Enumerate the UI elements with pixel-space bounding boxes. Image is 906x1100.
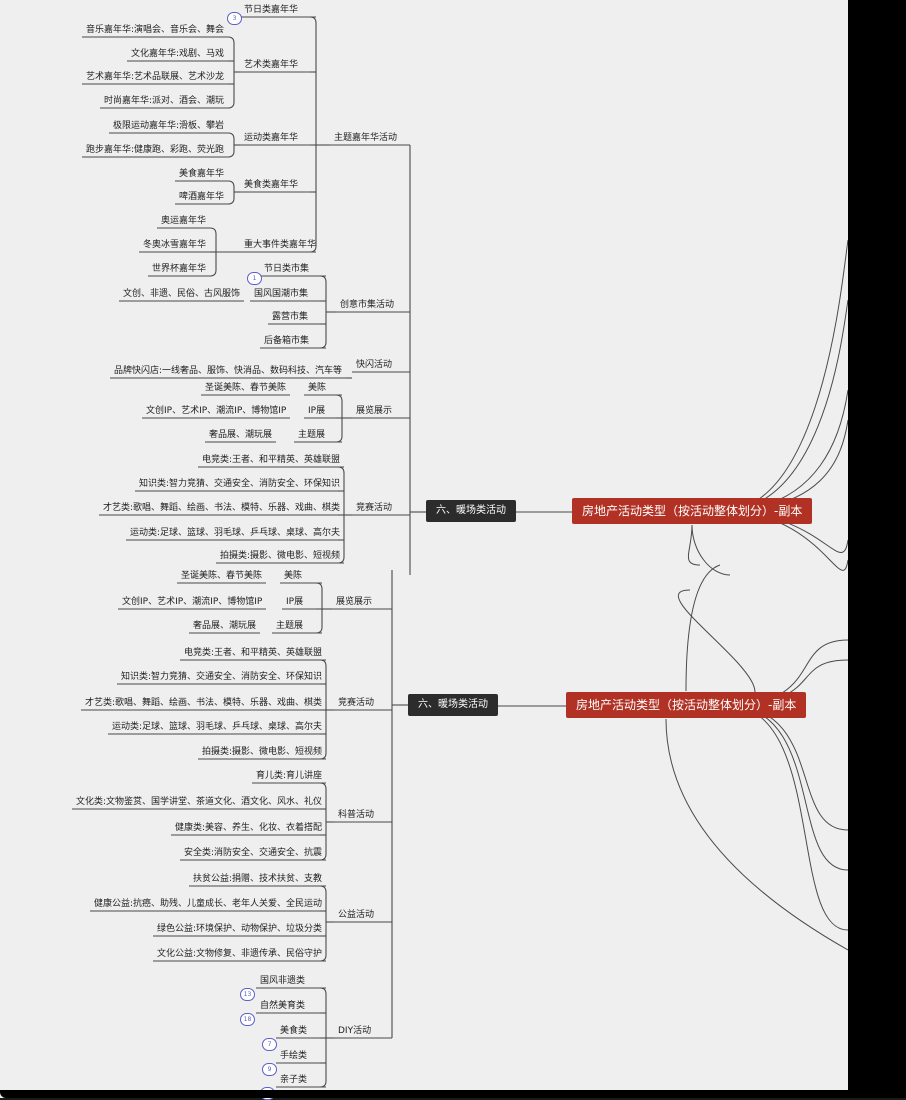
branch-label: 科普活动 (338, 810, 375, 820)
branch-label: IP展 (286, 597, 304, 607)
connector-line (691, 524, 731, 576)
branch-label: 运动类嘉年华 (244, 133, 299, 143)
leaf-label: 拍摄类:摄影、微电影、短视频 (202, 747, 323, 757)
branch-label: 展览展示 (336, 597, 373, 607)
branch-label: 露营市集 (272, 312, 309, 322)
branch-label: 国风国潮市集 (254, 289, 309, 299)
bottom-edge-bar (0, 1090, 906, 1098)
leaf-label: 文创IP、艺术IP、潮流IP、博物馆IP (146, 406, 287, 416)
leaf-label: 世界杯嘉年华 (152, 264, 207, 274)
branch-label: 主题展 (276, 621, 304, 631)
leaf-label: 奥运嘉年华 (161, 216, 207, 226)
count-badge: 9 (262, 1063, 277, 1076)
count-badge: 18 (240, 1013, 255, 1026)
count-badge: 7 (262, 1038, 277, 1051)
leaf-label: 圣诞美陈、春节美陈 (181, 571, 263, 581)
connector-line (227, 132, 235, 158)
branch-label: DIY活动 (338, 1026, 372, 1036)
connector-line (677, 589, 756, 706)
branch-label: 主题展 (298, 430, 326, 440)
branch-label: 后备箱市集 (264, 336, 310, 346)
connector-line (315, 582, 323, 634)
leaf-label: 啤酒嘉年华 (179, 192, 225, 202)
leaf-label: 健康类:美容、养生、化妆、衣着搭配 (175, 823, 323, 833)
branch-label: 手绘类 (280, 1051, 308, 1061)
connector-line (319, 275, 327, 349)
leaf-label: 电竞类:王者、和平精英、英雄联盟 (184, 648, 323, 658)
leaf-label: 奢品展、潮玩展 (209, 430, 273, 440)
connector-line (685, 564, 721, 692)
leaf-label: 文化公益:文物修复、非遗传承、民俗守护 (157, 949, 323, 959)
root-node: 房地产活动类型（按活动整体划分）-副本 (572, 498, 813, 524)
branch-label: 节日类市集 (264, 264, 310, 274)
count-badge: 13 (240, 988, 255, 1001)
root-node: 房地产活动类型（按活动整体划分）-副本 (566, 692, 807, 718)
leaf-label: 才艺类:歌唱、舞蹈、绘画、书法、模特、乐器、戏曲、棋类 (103, 503, 341, 513)
connector-line (725, 704, 848, 831)
branch-label: 美食类 (280, 1026, 308, 1036)
branch-label: 竞赛活动 (338, 698, 375, 708)
branch-label: 自然美育类 (260, 1001, 306, 1011)
leaf-label: 知识类:智力竞猜、交通安全、消防安全、环保知识 (121, 672, 323, 682)
leaf-label: 极限运动嘉年华:滑板、攀岩 (113, 121, 225, 131)
leaf-label: 文化类:文物鉴赏、国学讲堂、茶道文化、酒文化、风水、礼仪 (76, 797, 323, 807)
branch-label: 竞赛活动 (356, 503, 393, 513)
count-badge: 1 (247, 272, 262, 285)
leaf-label: 美食嘉年华 (179, 169, 225, 179)
leaf-label: 品牌快闪店:一线奢品、服饰、快消品、数码科技、汽车等 (114, 366, 343, 376)
leaf-label: 冬奥冰雪嘉年华 (143, 240, 207, 250)
branch-label: 展览展示 (356, 406, 393, 416)
leaf-label: 文创IP、艺术IP、潮流IP、博物馆IP (122, 597, 263, 607)
connector-line (687, 524, 701, 566)
leaf-label: 拍摄类:摄影、微电影、短视频 (220, 551, 341, 561)
connector-line (227, 180, 235, 205)
connector-line (725, 704, 848, 871)
right-edge-bar (848, 0, 906, 1098)
branch-label: 主题嘉年华活动 (334, 133, 398, 143)
leaf-label: 文创、非遗、民俗、古风服饰 (123, 289, 241, 299)
branch-label: 节日类嘉年华 (244, 5, 299, 15)
branch-label: 重大事件类嘉年华 (244, 240, 317, 250)
connector-line (721, 389, 848, 512)
leaf-label: 育儿类:育儿讲座 (256, 771, 323, 781)
leaf-label: 知识类:智力竞猜、交通安全、消防安全、环保知识 (139, 479, 341, 489)
leaf-label: 绿色公益:环境保护、动物保护、垃圾分类 (157, 924, 323, 934)
branch-label: 快闪活动 (356, 360, 393, 370)
branch-label: 创意市集活动 (340, 300, 395, 310)
connector-line (721, 299, 848, 512)
leaf-label: 音乐嘉年华:演唱会、音乐会、舞会 (86, 25, 225, 35)
leaf-label: 才艺类:歌唱、舞蹈、绘画、书法、模特、乐器、戏曲、棋类 (85, 698, 323, 708)
leaf-label: 健康公益:抗癌、助残、儿童成长、老年人关爱、全民运动 (94, 899, 323, 909)
leaf-label: 安全类:消防安全、交通安全、抗震 (184, 848, 323, 858)
connector-line (725, 704, 848, 931)
leaf-label: 艺术嘉年华:艺术品联展、艺术沙龙 (86, 72, 225, 82)
leaf-label: 文化嘉年华:戏剧、马戏 (131, 49, 225, 59)
leaf-label: 圣诞美陈、春节美陈 (205, 383, 287, 393)
leaf-label: 跑步嘉年华:健康跑、彩跑、荧光跑 (86, 145, 225, 155)
leaf-label: 奢品展、潮玩展 (193, 621, 257, 631)
connector-lines (72, 16, 848, 1088)
connector-line (227, 36, 235, 109)
leaf-label: 电竞类:王者、和平精英、英雄联盟 (202, 455, 341, 465)
category-hub: 六、暖场类活动 (426, 500, 516, 522)
category-hub: 六、暖场类活动 (408, 694, 498, 716)
leaf-label: 运动类:足球、篮球、羽毛球、乒乓球、桌球、高尔夫 (112, 722, 323, 732)
leaf-label: 扶贫公益:捐赠、技术扶贫、支教 (193, 874, 323, 884)
connector-line (665, 718, 848, 951)
branch-label: 美食类嘉年华 (244, 180, 299, 190)
branch-label: 亲子类 (280, 1075, 308, 1085)
leaf-label: 运动类:足球、篮球、羽毛球、乒乓球、桌球、高尔夫 (130, 528, 341, 538)
branch-label: 公益活动 (338, 910, 375, 920)
connector-line (319, 885, 327, 962)
connector-line (309, 16, 317, 253)
branch-label: 国风非遗类 (260, 976, 306, 986)
branch-label: 美陈 (284, 571, 303, 581)
leaf-label: 时尚嘉年华:派对、酒会、潮玩 (104, 96, 225, 106)
count-badge: 3 (227, 12, 242, 25)
branch-label: 美陈 (308, 383, 327, 393)
branch-label: 艺术类嘉年华 (244, 60, 299, 70)
branch-label: IP展 (308, 406, 326, 416)
